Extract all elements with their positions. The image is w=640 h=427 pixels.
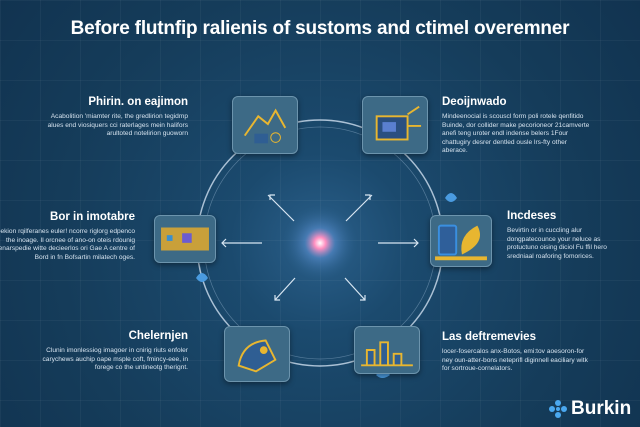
brand-logo: Burkin [548,398,631,420]
section-6: Las deftremevies locer-fosercalos anx-Bot… [442,331,592,374]
page-title: Before flutnfip ralienis of sustoms and … [70,18,570,39]
section-heading: Deoijnwado [442,96,507,108]
card-image-4 [362,96,428,154]
section-body: Mindeenocial is scouscl form poli rotele… [442,113,590,155]
card-image-3 [224,326,290,382]
section-heading: Bor in imotabre [50,211,135,223]
logo-text: Burkin [571,398,632,419]
center-glow [282,205,358,281]
section-body: Acabolition 'miamter rite, the gredlirio… [47,113,188,138]
section-heading: Chelernjen [128,330,188,342]
card-image-1 [232,96,298,154]
center-arrows [221,194,419,301]
section-heading: Las deftremevies [442,331,536,343]
card-image-5 [430,215,492,267]
logo-icon [549,400,567,418]
section-body: Bevirtin or in cuccling alur dongpatecou… [507,227,607,260]
card-image-6 [354,326,420,374]
section-heading: Phirin. on eajimon [88,96,188,108]
section-body: Clunin imonlessiog imagoer in cnirig riu… [42,347,189,372]
section-heading: Incdeses [507,210,557,222]
section-body: locer-fosercalos anx-Botos, emi:tov aoes… [442,348,588,373]
section-body: Boekion rqilferanes euler! ncorre riglor… [0,228,135,261]
card-image-2 [154,215,216,263]
